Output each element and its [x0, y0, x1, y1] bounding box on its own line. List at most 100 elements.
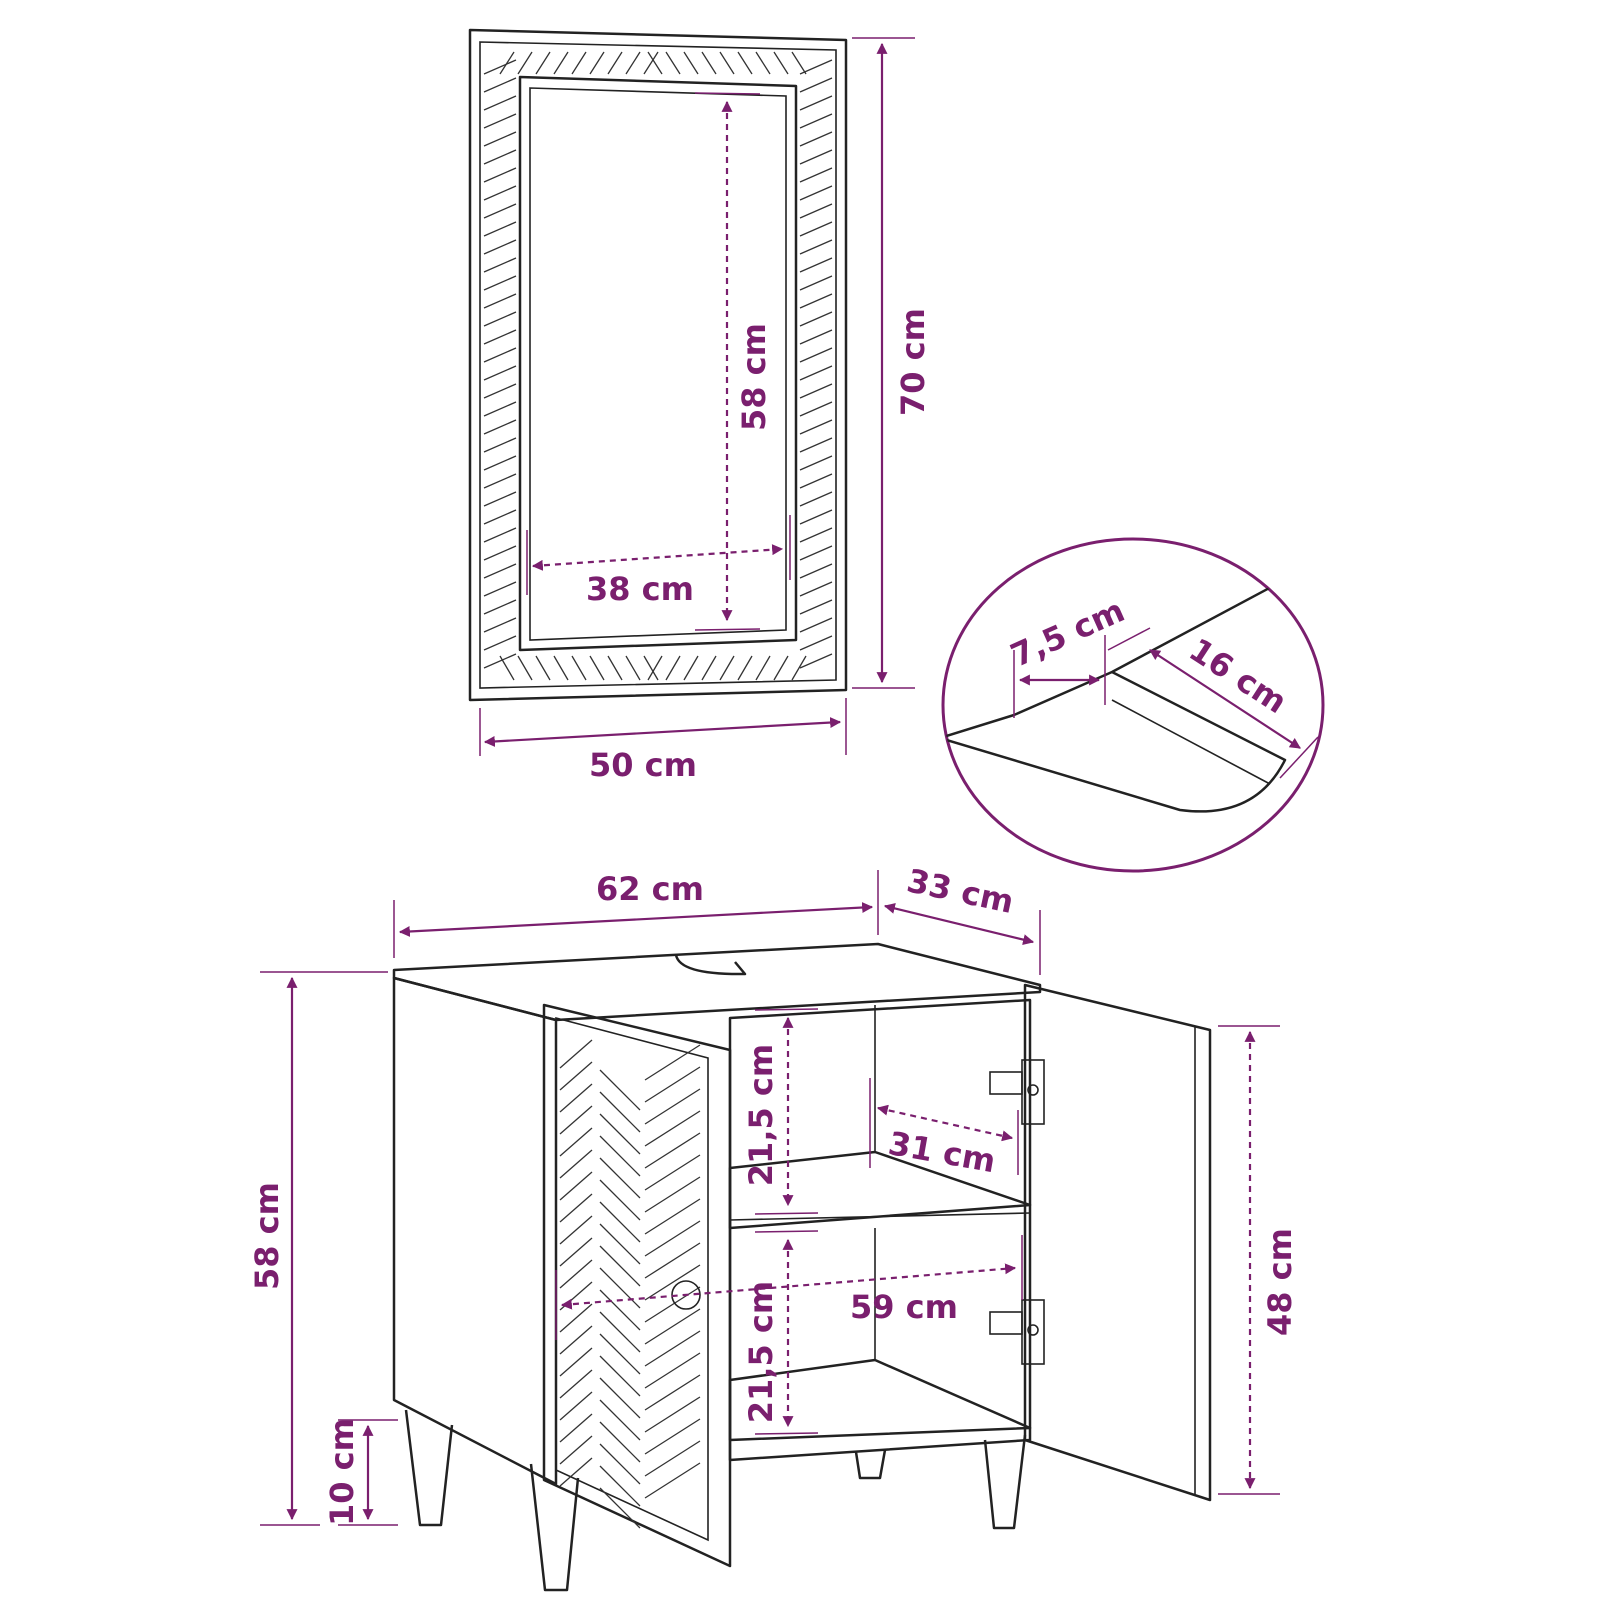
hatch-stroke	[799, 77, 833, 93]
hatch-stroke	[644, 1462, 701, 1499]
hatch-stroke	[559, 1193, 593, 1223]
hatch-stroke	[644, 1198, 701, 1235]
hatch-stroke	[644, 1396, 701, 1433]
hatch-stroke	[483, 347, 517, 363]
hatch-stroke	[644, 1154, 701, 1191]
hatch-stroke	[799, 131, 833, 147]
hatch-stroke	[599, 1179, 641, 1221]
lower-compartment-label: 21,5 cm	[742, 1281, 780, 1423]
hatch-stroke	[483, 113, 517, 129]
hatch-stroke	[737, 655, 753, 681]
cabinet-middle-shelf-edge	[729, 1212, 1031, 1221]
hatch-stroke	[559, 1391, 593, 1421]
hatch-stroke	[559, 1171, 593, 1201]
hatch-stroke	[647, 51, 663, 75]
hatch-stroke	[644, 1242, 701, 1279]
mirror-inner-width-arrow	[531, 544, 784, 571]
cabinet-top	[392, 942, 1042, 1022]
hatch-stroke	[599, 1113, 641, 1155]
hatch-stroke	[599, 1157, 641, 1199]
hatch-stroke	[719, 655, 735, 681]
mirror-drawing	[468, 28, 848, 702]
hatch-stroke	[665, 655, 681, 681]
hatch-stroke	[799, 113, 833, 129]
cabinet-right-door	[1023, 983, 1212, 1502]
hatch-stroke	[535, 51, 551, 75]
hatch-stroke	[483, 185, 517, 201]
hatch-stroke	[799, 563, 833, 579]
lower-compartment-ext-top	[754, 1230, 819, 1233]
hatch-stroke	[799, 185, 833, 201]
hatch-stroke	[799, 95, 833, 111]
hatch-stroke	[599, 1465, 641, 1507]
cabinet-width-label: 62 cm	[596, 870, 704, 908]
detail-top-edge	[943, 583, 1276, 740]
hatch-stroke	[599, 1223, 641, 1265]
hatch-stroke	[644, 1110, 701, 1147]
mirror-inner-frame	[518, 75, 798, 652]
hatch-stroke	[799, 149, 833, 165]
hatch-stroke	[559, 1347, 593, 1377]
shelf-depth-label: 31 cm	[885, 1124, 998, 1180]
cabinet-depth-label: 33 cm	[904, 861, 1018, 921]
hatch-stroke	[553, 655, 569, 681]
hatch-stroke	[647, 655, 663, 681]
hatch-stroke	[644, 1440, 701, 1477]
hatch-stroke	[483, 95, 517, 111]
hatch-stroke	[559, 1215, 593, 1245]
hatch-stroke	[559, 1237, 593, 1267]
inner-width-arrow	[560, 1263, 1017, 1310]
hatch-stroke	[483, 563, 517, 579]
hatch-stroke	[571, 51, 587, 75]
hatch-stroke	[483, 581, 517, 597]
hatch-stroke	[589, 655, 605, 681]
hatch-stroke	[599, 1443, 641, 1485]
hatch-stroke	[737, 51, 753, 75]
hatch-stroke	[719, 51, 735, 75]
upper-compartment-ext-top	[754, 1008, 819, 1011]
hatch-stroke	[799, 599, 833, 615]
hatch-stroke	[799, 617, 833, 633]
hatch-stroke	[559, 1061, 593, 1091]
hatch-stroke	[559, 1149, 593, 1179]
cabinet-height-label: 58 cm	[248, 1182, 286, 1290]
hatch-stroke	[701, 655, 717, 681]
hatch-stroke	[571, 655, 587, 681]
hatch-stroke	[483, 365, 517, 381]
cabinet-left-side	[392, 976, 558, 1486]
hatch-stroke	[644, 1220, 701, 1257]
hatch-stroke	[599, 1377, 641, 1419]
hatch-stroke	[559, 1303, 593, 1333]
door-height-label: 48 cm	[1261, 1228, 1299, 1336]
hatch-stroke	[483, 167, 517, 183]
hatch-stroke	[483, 275, 517, 291]
hatch-stroke	[799, 635, 833, 651]
hatch-stroke	[701, 51, 717, 75]
hatch-stroke	[599, 1421, 641, 1463]
hatch-stroke	[559, 1259, 593, 1289]
detail-cutout-outline	[943, 670, 1287, 813]
hatch-stroke	[559, 1039, 593, 1069]
hatch-stroke	[799, 203, 833, 219]
hatch-stroke	[799, 527, 833, 543]
hatch-stroke	[483, 401, 517, 417]
detail-length-ext-top	[1107, 627, 1151, 651]
hatch-stroke	[799, 491, 833, 507]
hinge-icon	[989, 1299, 1045, 1365]
hatch-stroke	[483, 419, 517, 435]
hatch-stroke	[644, 1352, 701, 1389]
hatch-stroke	[683, 51, 699, 75]
hatch-stroke	[644, 1044, 701, 1081]
hatch-stroke	[799, 239, 833, 255]
detail-length-arrow	[1149, 649, 1301, 749]
hatch-stroke	[483, 59, 517, 75]
hatch-stroke	[483, 149, 517, 165]
hatch-stroke	[499, 655, 515, 681]
hatch-stroke	[799, 257, 833, 273]
hatch-stroke	[483, 329, 517, 345]
hatch-stroke	[599, 1091, 641, 1133]
hatch-stroke	[644, 1088, 701, 1125]
hatch-stroke	[799, 59, 833, 75]
hatch-stroke	[483, 635, 517, 651]
